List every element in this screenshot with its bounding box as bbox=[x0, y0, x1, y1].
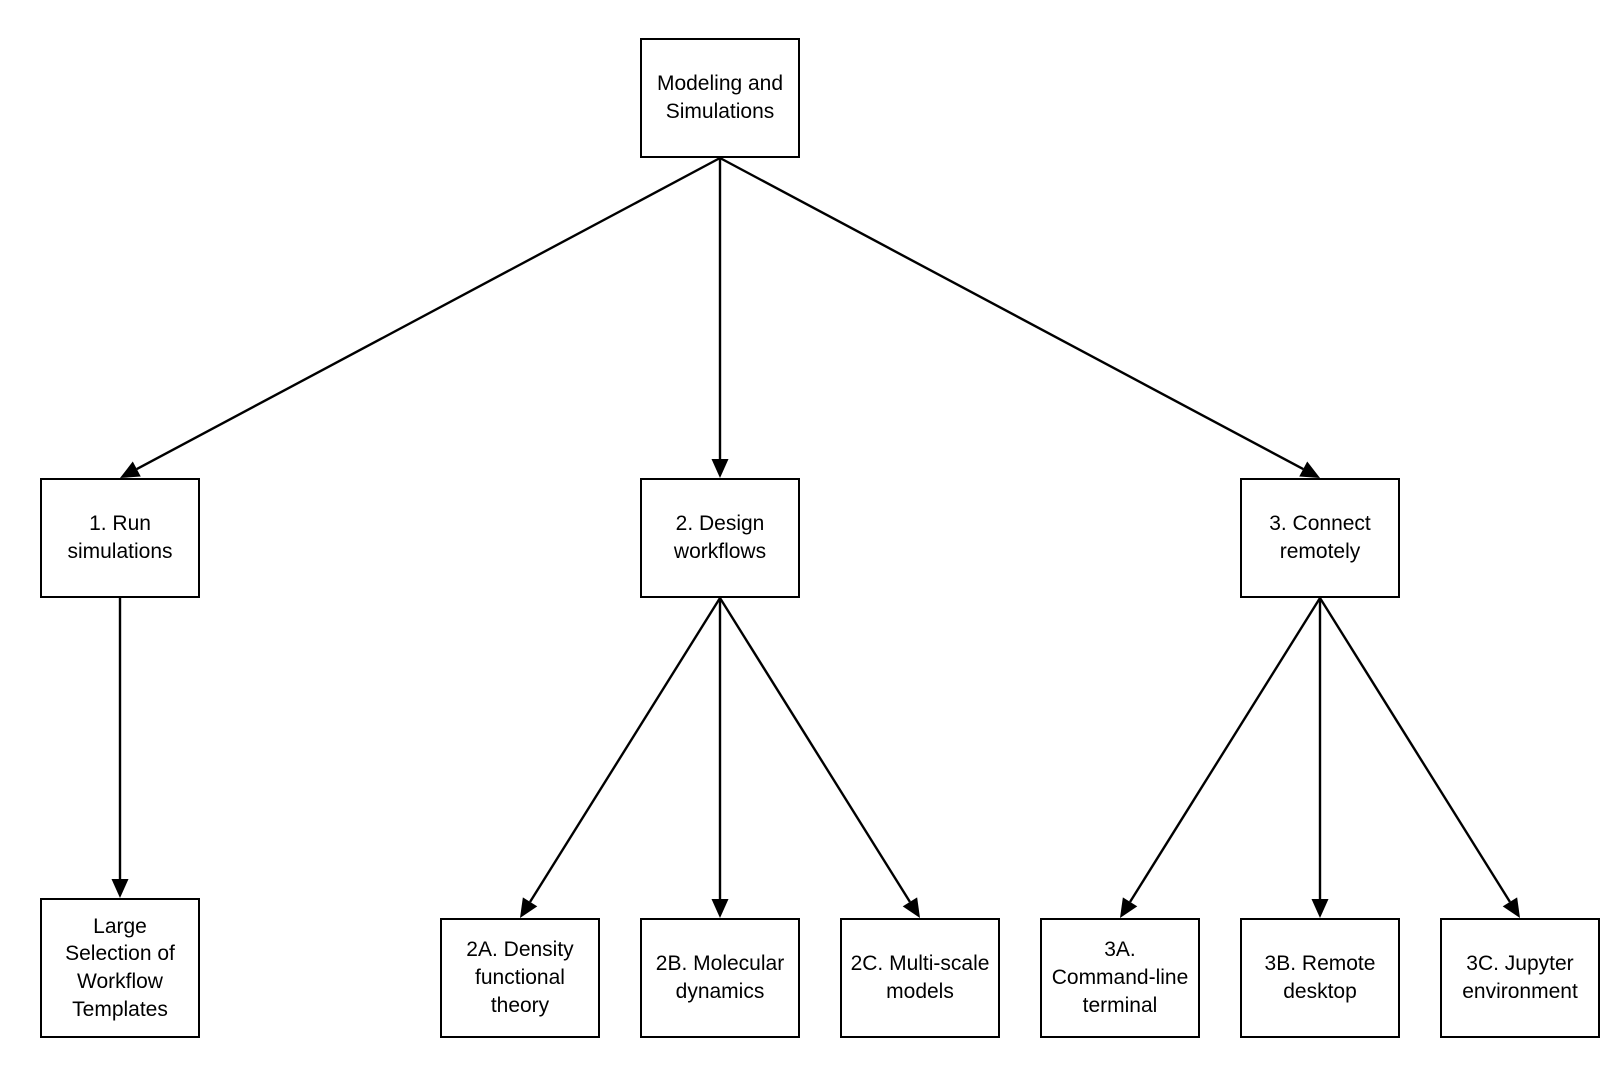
node-run-simulations[interactable]: 1. Run simulations bbox=[40, 478, 200, 598]
edge-arrowhead-icon bbox=[1120, 897, 1138, 918]
edge-line bbox=[719, 156, 1304, 471]
node-root-label: Modeling and Simulations bbox=[656, 72, 784, 123]
node-density-functional-theory[interactable]: 2A. Density functional theory bbox=[440, 918, 600, 1038]
node-density-functional-theory-label: 2A. Density functional theory bbox=[466, 938, 574, 1017]
edge-arrowhead-icon bbox=[1502, 897, 1520, 918]
node-workflow-templates-label: Large Selection of Workflow Templates bbox=[65, 914, 175, 1021]
edge-arrowhead-icon bbox=[902, 897, 920, 918]
edge-line bbox=[1129, 597, 1322, 903]
node-command-line-terminal-label: 3A. Command-line terminal bbox=[1051, 938, 1189, 1017]
node-multi-scale-models-label: 2C. Multi-scale models bbox=[850, 952, 990, 1003]
node-connect-remotely-label: 3. Connect remotely bbox=[1269, 512, 1371, 563]
edge-line bbox=[1318, 597, 1511, 903]
edge-arrowhead-icon bbox=[1311, 899, 1329, 918]
edge-arrowhead-icon bbox=[120, 461, 141, 478]
node-design-workflows[interactable]: 2. Design workflows bbox=[640, 478, 800, 598]
node-remote-desktop-label: 3B. Remote desktop bbox=[1264, 952, 1376, 1003]
edge-arrowhead-icon bbox=[711, 459, 729, 478]
node-command-line-terminal[interactable]: 3A. Command-line terminal bbox=[1040, 918, 1200, 1038]
node-multi-scale-models[interactable]: 2C. Multi-scale models bbox=[840, 918, 1000, 1038]
edge-arrowhead-icon bbox=[711, 899, 729, 918]
node-workflow-templates[interactable]: Large Selection of Workflow Templates bbox=[40, 898, 200, 1038]
node-design-workflows-label: 2. Design workflows bbox=[673, 512, 767, 563]
node-connect-remotely[interactable]: 3. Connect remotely bbox=[1240, 478, 1400, 598]
node-run-simulations-label: 1. Run simulations bbox=[67, 512, 173, 563]
edge-line bbox=[718, 597, 911, 903]
node-jupyter-environment-label: 3C. Jupyter environment bbox=[1462, 952, 1578, 1003]
edge-arrowhead-icon bbox=[111, 879, 129, 898]
edge-line bbox=[136, 156, 721, 471]
node-jupyter-environment[interactable]: 3C. Jupyter environment bbox=[1440, 918, 1600, 1038]
edge-arrowhead-icon bbox=[1299, 461, 1320, 478]
edge-line bbox=[529, 597, 722, 903]
node-molecular-dynamics-label: 2B. Molecular dynamics bbox=[655, 952, 785, 1003]
node-remote-desktop[interactable]: 3B. Remote desktop bbox=[1240, 918, 1400, 1038]
node-molecular-dynamics[interactable]: 2B. Molecular dynamics bbox=[640, 918, 800, 1038]
node-root[interactable]: Modeling and Simulations bbox=[640, 38, 800, 158]
edge-arrowhead-icon bbox=[520, 897, 538, 918]
